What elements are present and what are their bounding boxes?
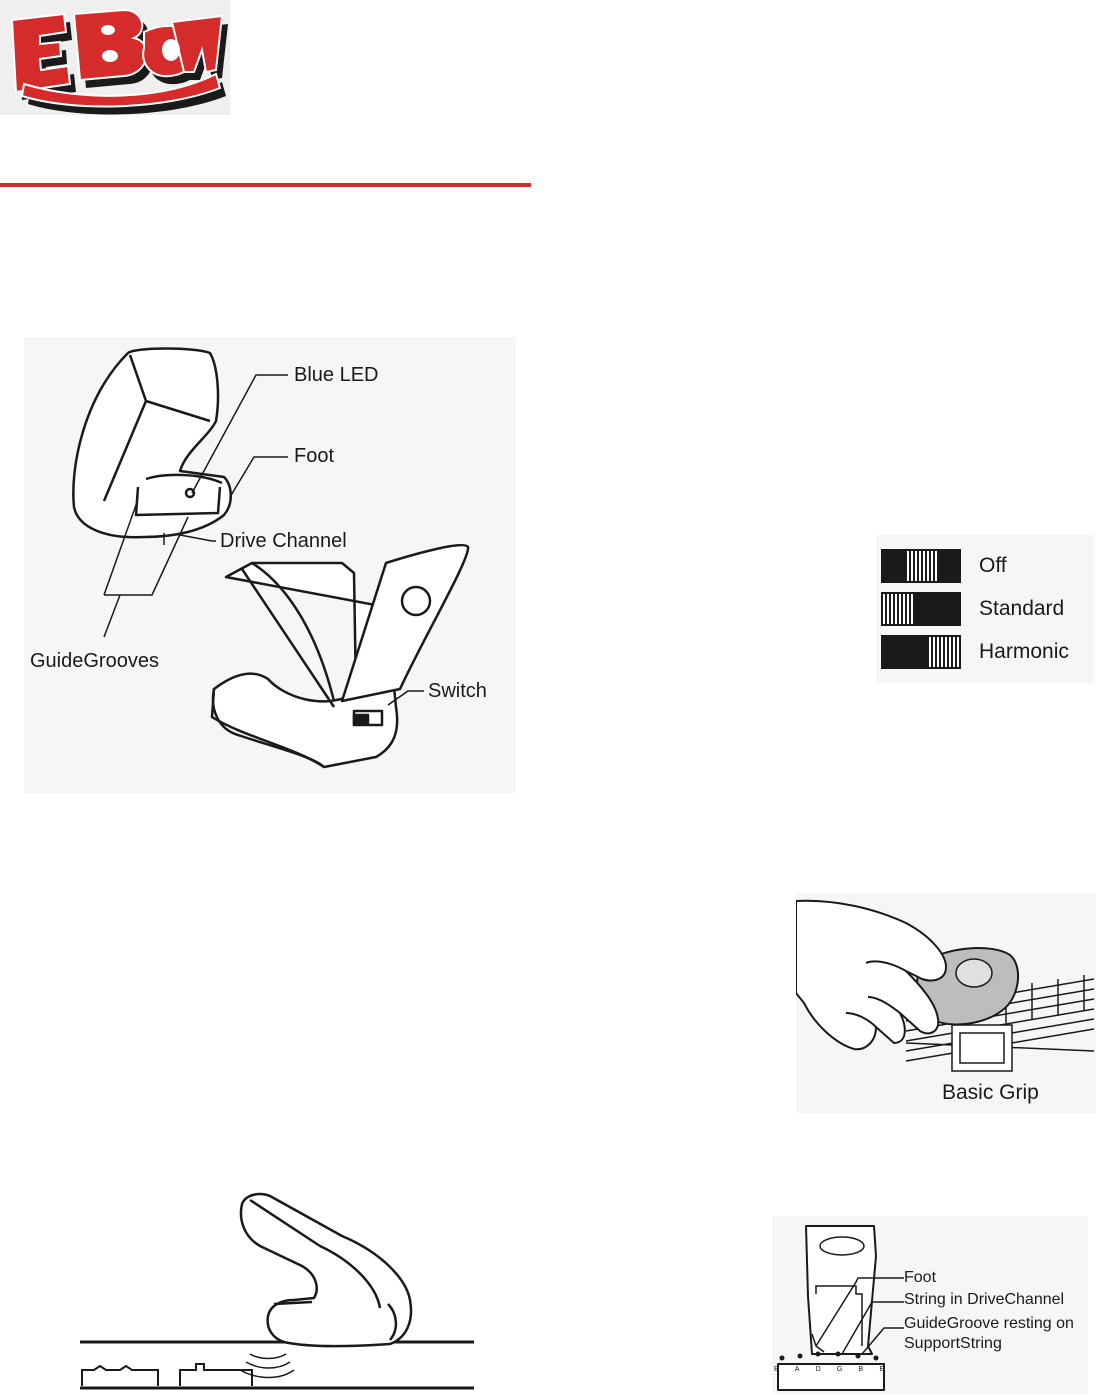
switch-row-off: Off <box>881 549 1091 585</box>
label-guide-grooves: GuideGrooves <box>30 650 159 672</box>
basic-grip-caption: Basic Grip <box>942 1081 1039 1104</box>
switch-positions-panel: Off Standard Harmonic <box>876 535 1094 683</box>
switch-harmonic-icon <box>881 635 961 669</box>
front-view-illustration <box>777 1225 904 1391</box>
parts-diagram: Blue LED Foot Drive Channel GuideGrooves… <box>24 337 516 793</box>
ebow-on-string-figure <box>80 1188 480 1392</box>
switch-off-icon <box>881 549 961 583</box>
switch-standard-icon <box>881 592 961 626</box>
header-rule <box>0 183 531 187</box>
label-string-in-channel: String in DriveChannel <box>904 1291 1065 1308</box>
switch-row-standard: Standard <box>881 592 1091 628</box>
string-letter: A <box>794 1366 800 1373</box>
logo-area <box>0 0 230 115</box>
label-foot: Foot <box>294 445 335 467</box>
ebow-logo <box>10 8 228 115</box>
string-letter: B <box>858 1366 864 1373</box>
string-letter: D <box>815 1366 821 1373</box>
label-blue-led: Blue LED <box>294 364 379 386</box>
ebow-parts-illustration <box>72 347 470 769</box>
label-drive-channel: Drive Channel <box>220 530 347 552</box>
label-foot-front: Foot <box>904 1269 937 1286</box>
string-position-diagram: E A D G B E Foot String in DriveChannel … <box>772 1216 1088 1394</box>
string-letter: G <box>836 1366 843 1373</box>
label-guidegroove-resting: GuideGroove resting on SupportString <box>904 1315 1074 1352</box>
basic-grip-figure: Basic Grip <box>796 893 1096 1113</box>
string-letters: E A D G B E <box>774 1366 884 1378</box>
string-letter: E <box>879 1366 884 1373</box>
switch-harmonic-label: Harmonic <box>979 640 1069 663</box>
switch-off-label: Off <box>979 554 1007 577</box>
switch-standard-label: Standard <box>979 597 1065 620</box>
basic-grip-illustration <box>796 899 1095 1072</box>
ebow-side-illustration <box>80 1192 474 1390</box>
switch-row-harmonic: Harmonic <box>881 635 1091 671</box>
label-switch: Switch <box>428 680 487 702</box>
string-letter: E <box>774 1366 779 1373</box>
